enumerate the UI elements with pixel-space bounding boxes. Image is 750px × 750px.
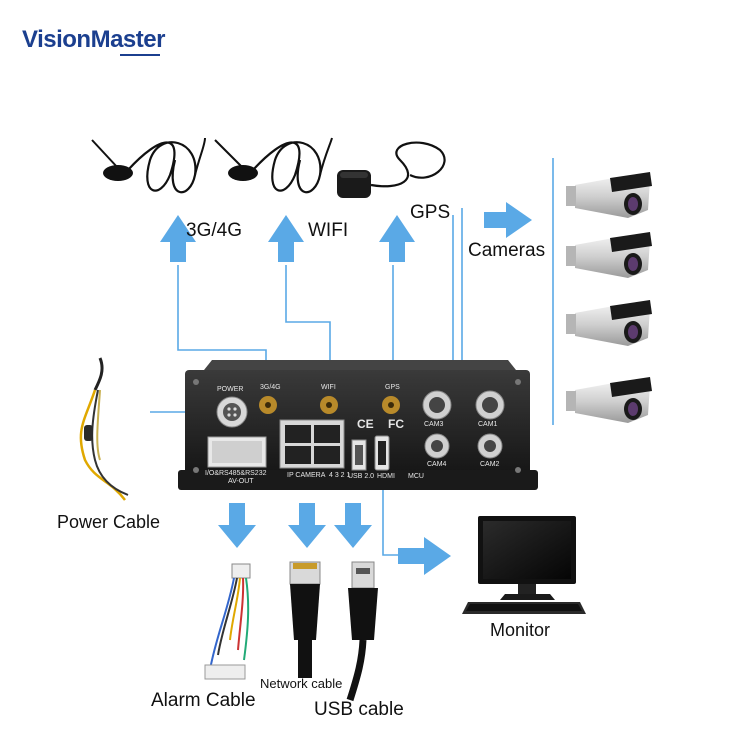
arrow-up-wifi	[268, 215, 304, 262]
label-network-cable: Network cable	[260, 676, 343, 691]
port-label-gps: GPS	[385, 384, 400, 391]
camera-3-image	[566, 300, 652, 346]
port-label-3g4g: 3G/4G	[260, 384, 281, 391]
arrow-up-3g4g	[160, 215, 196, 262]
port-label-cam3: CAM3	[424, 421, 444, 428]
arrow-down-network	[288, 503, 326, 548]
power-cable-image	[79, 357, 129, 501]
arrow-right-cameras	[484, 202, 532, 238]
label-usb-cable: USB cable	[314, 699, 404, 720]
label-cameras: Cameras	[468, 240, 546, 261]
label-wifi: WIFI	[308, 220, 349, 241]
port-label-mcu: MCU	[408, 473, 424, 480]
label-gps: GPS	[410, 202, 451, 223]
arrow-down-usb	[334, 503, 372, 548]
port-label-cam4: CAM4	[427, 461, 447, 468]
label-3g4g: 3G/4G	[186, 220, 242, 241]
antenna-wifi-image	[214, 137, 333, 194]
label-power-cable: Power Cable	[57, 512, 161, 532]
svg-text:CE: CE	[357, 417, 374, 431]
antenna-3g4g-image	[91, 137, 206, 194]
camera-2-image	[566, 232, 652, 278]
monitor-image	[462, 516, 586, 614]
port-label-ipcam: IP CAMERA	[287, 472, 326, 479]
port-label-cam2: CAM2	[480, 461, 500, 468]
port-label-power: POWER	[217, 386, 244, 393]
label-alarm-cable: Alarm Cable	[151, 690, 256, 711]
arrow-down-alarm	[218, 503, 256, 548]
alarm-cable-image	[204, 563, 251, 680]
port-label-usb: USB 2.0	[348, 473, 375, 480]
svg-text:FC: FC	[388, 417, 404, 431]
port-label-io: I/O&RS485&RS232	[205, 470, 267, 477]
arrow-right-monitor	[398, 537, 451, 575]
mdvr-device-image: CE FC	[178, 360, 538, 490]
gps-antenna-image	[337, 141, 446, 198]
port-label-wifi: WIFI	[321, 384, 336, 391]
label-monitor: Monitor	[490, 620, 551, 640]
usb-cable-image	[346, 561, 378, 702]
port-label-cam1: CAM1	[478, 421, 498, 428]
port-label-avout: AV-OUT	[228, 478, 254, 485]
port-label-ports-grid: 4 3 2 1	[329, 472, 351, 479]
brand-logo: VisionMaster	[22, 26, 165, 53]
logo-underline	[120, 54, 160, 56]
arrow-up-gps	[379, 215, 415, 262]
port-label-hdmi: HDMI	[377, 473, 395, 480]
camera-4-image	[566, 377, 652, 423]
network-cable-image	[289, 561, 321, 678]
camera-1-image	[566, 172, 652, 218]
